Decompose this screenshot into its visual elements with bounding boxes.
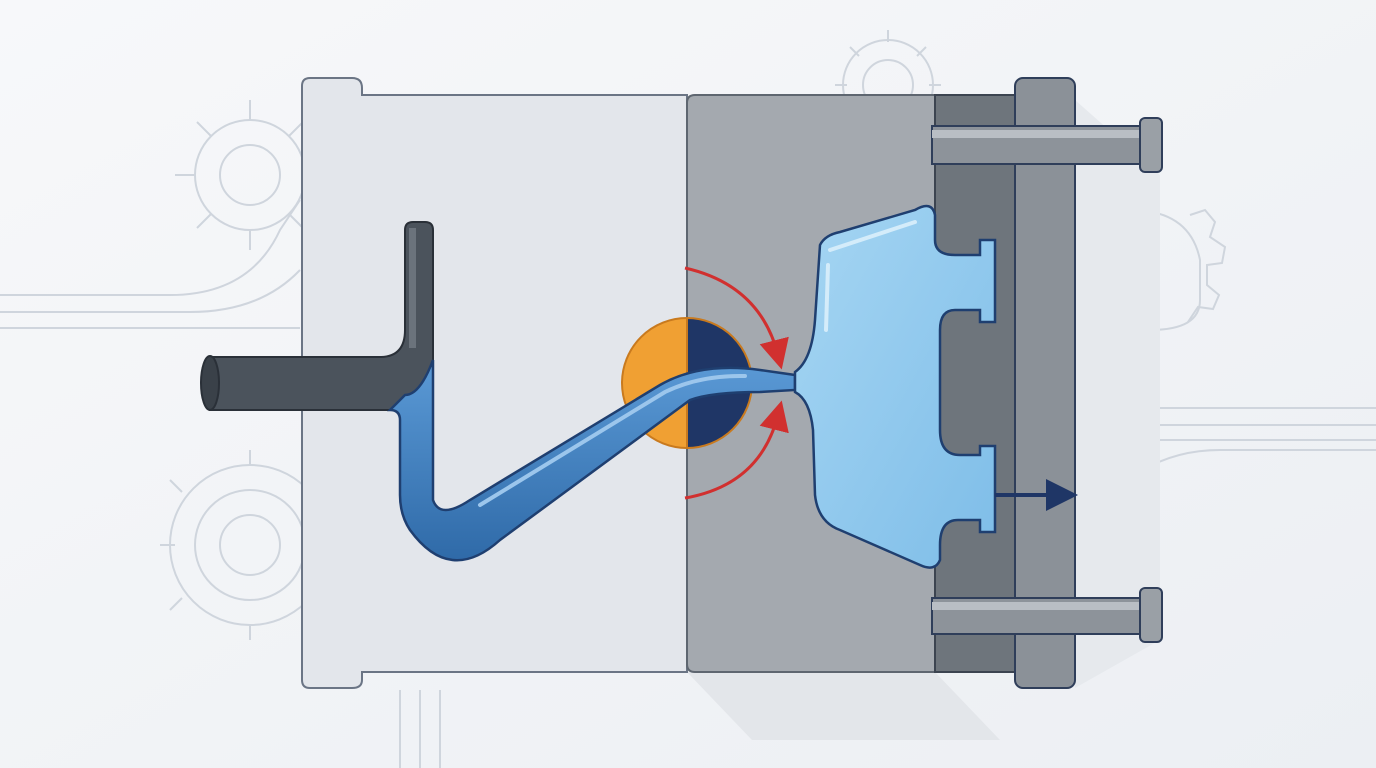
flow-arrow-icon bbox=[684, 400, 789, 500]
melt-highlight bbox=[478, 373, 747, 507]
flow-arrow-icon bbox=[684, 266, 789, 370]
ejector-plate bbox=[1014, 77, 1076, 689]
tie-bar-top bbox=[931, 117, 1163, 173]
shadow bbox=[687, 672, 1000, 740]
gear-icon bbox=[1187, 208, 1227, 323]
molded-part bbox=[793, 204, 997, 569]
part-highlight bbox=[824, 220, 917, 332]
clamp-plate bbox=[934, 94, 1016, 673]
fixed-mold-plate bbox=[301, 77, 688, 689]
tie-bar-bottom bbox=[931, 587, 1163, 643]
shadow bbox=[1075, 100, 1160, 688]
